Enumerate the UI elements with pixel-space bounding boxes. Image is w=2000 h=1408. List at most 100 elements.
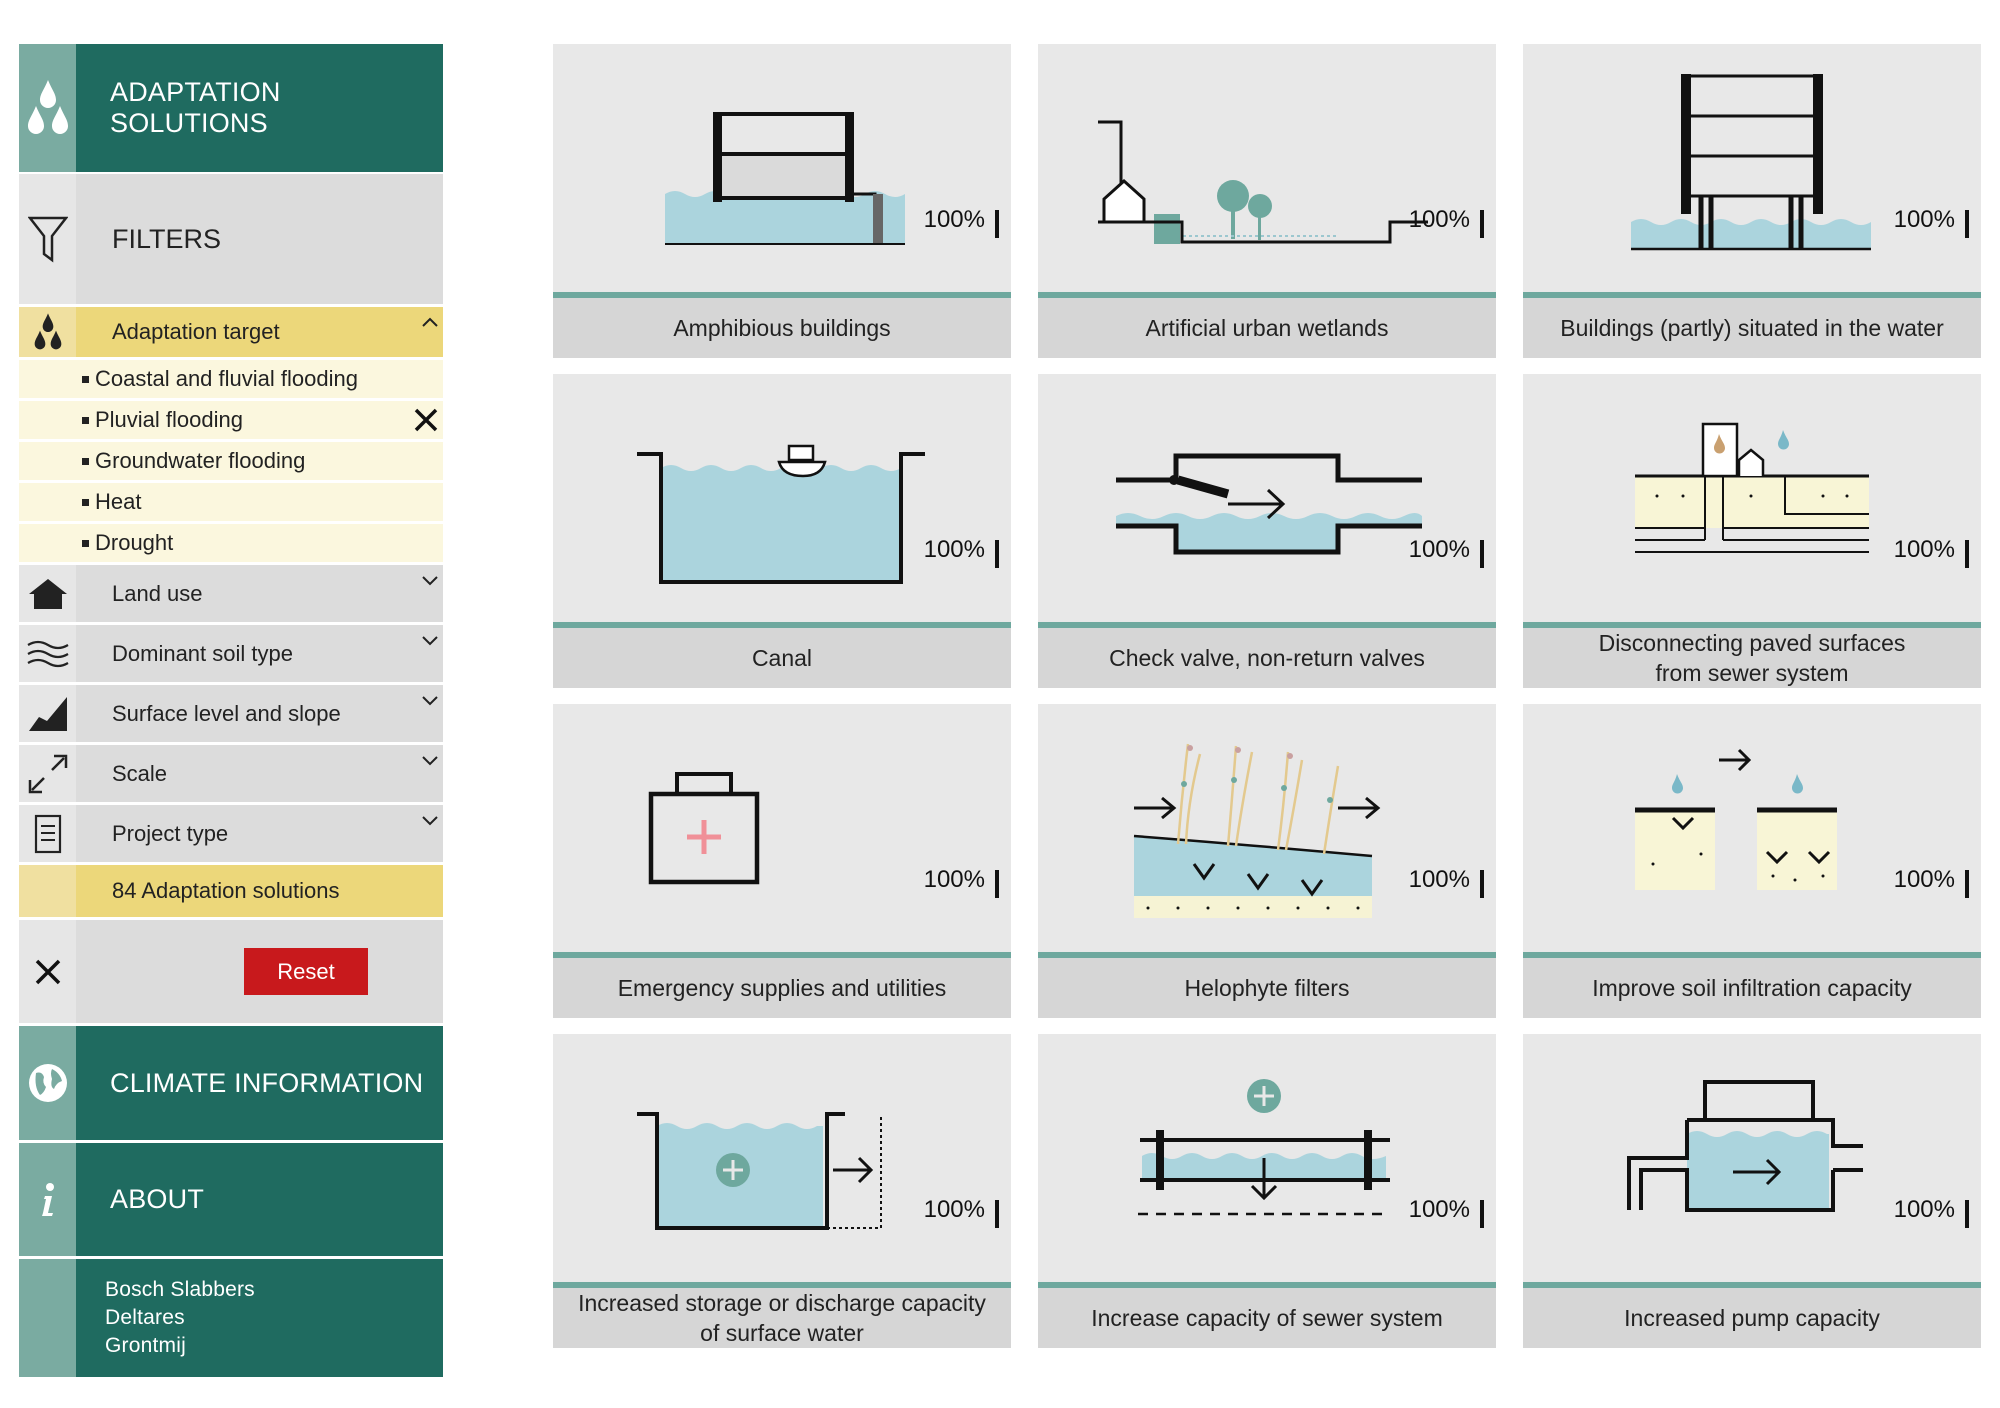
- solution-card-soil-infiltration[interactable]: 100% Improve soil infiltration capacity: [1523, 704, 1981, 1018]
- about-header[interactable]: ABOUT: [19, 1143, 443, 1256]
- solution-card-check-valve[interactable]: 100% Check valve, non-return valves: [1038, 374, 1496, 688]
- result-count: 84 Adaptation solutions: [76, 865, 443, 917]
- resize-arrows-icon: [19, 745, 76, 802]
- filter-scale-label: Scale: [76, 745, 443, 802]
- solution-title: Buildings (partly) situated in the water: [1523, 298, 1981, 358]
- filter-surface-level[interactable]: Surface level and slope: [19, 685, 443, 742]
- soil-infiltration-icon: [1635, 748, 1837, 890]
- percentage-bar: [1480, 540, 1484, 568]
- solution-card-amphibious-buildings[interactable]: 100% Amphibious buildings: [553, 44, 1011, 358]
- climate-information-header[interactable]: CLIMATE INFORMATION: [19, 1026, 443, 1140]
- reset-row: Reset: [19, 920, 443, 1023]
- chevron-down-icon[interactable]: [421, 691, 439, 709]
- solution-card-helophyte-filters[interactable]: 100% Helophyte filters: [1038, 704, 1496, 1018]
- chevron-up-icon[interactable]: [421, 313, 439, 331]
- match-percentage: 100%: [924, 866, 999, 898]
- filter-soil-type[interactable]: Dominant soil type: [19, 625, 443, 682]
- percentage-bar: [1480, 210, 1484, 238]
- filters-title: FILTERS: [76, 174, 443, 304]
- first-aid-kit-icon: [648, 772, 760, 885]
- target-item-groundwater[interactable]: Groundwater flooding: [19, 442, 443, 480]
- filter-adaptation-target-label: Adaptation target: [76, 307, 443, 357]
- solution-title: Increased pump capacity: [1523, 1288, 1981, 1348]
- amphibious-building-icon: [665, 112, 905, 245]
- solution-card-sewer-capacity[interactable]: 100% Increase capacity of sewer system: [1038, 1034, 1496, 1348]
- bullet-icon: [82, 375, 89, 383]
- urban-wetland-icon: [1098, 120, 1428, 244]
- target-item-pluvial[interactable]: Pluvial flooding: [19, 401, 443, 439]
- pump-station-icon: [1627, 1080, 1863, 1212]
- solution-title: Improve soil infiltration capacity: [1523, 958, 1981, 1018]
- remove-filter-icon[interactable]: [411, 405, 441, 435]
- solution-title: Emergency supplies and utilities: [553, 958, 1011, 1018]
- chevron-down-icon[interactable]: [421, 751, 439, 769]
- target-item-drought[interactable]: Drought: [19, 524, 443, 562]
- water-drops-icon: [19, 44, 76, 172]
- target-item-coastal[interactable]: Coastal and fluvial flooding: [19, 360, 443, 398]
- match-percentage: 100%: [1409, 1196, 1484, 1228]
- match-percentage: 100%: [1894, 206, 1969, 238]
- adaptation-solutions-title: ADAPTATION SOLUTIONS: [76, 44, 443, 172]
- filters-header[interactable]: FILTERS: [19, 174, 443, 304]
- storage-basin-icon: [637, 1112, 882, 1230]
- result-count-row: 84 Adaptation solutions: [19, 865, 443, 917]
- waves-icon: [19, 625, 76, 682]
- match-percentage: 100%: [1894, 536, 1969, 568]
- credit-name: Deltares: [105, 1306, 185, 1329]
- climate-information-title: CLIMATE INFORMATION: [76, 1026, 443, 1140]
- percentage-bar: [995, 870, 999, 898]
- chevron-down-icon[interactable]: [421, 571, 439, 589]
- solution-title: Amphibious buildings: [553, 298, 1011, 358]
- filter-scale[interactable]: Scale: [19, 745, 443, 802]
- solution-card-increased-storage[interactable]: 100% Increased storage or discharge capa…: [553, 1034, 1011, 1348]
- percentage-bar: [1965, 540, 1969, 568]
- solution-card-canal[interactable]: 100% Canal: [553, 374, 1011, 688]
- solution-title: Canal: [553, 628, 1011, 688]
- clear-icon[interactable]: [19, 920, 76, 1023]
- filter-surface-level-label: Surface level and slope: [76, 685, 443, 742]
- credits: Bosch Slabbers Deltares Grontmij: [19, 1259, 443, 1377]
- target-item-label: Heat: [95, 489, 142, 514]
- water-drops-icon: [19, 307, 76, 357]
- target-item-heat[interactable]: Heat: [19, 483, 443, 521]
- match-percentage: 100%: [1409, 206, 1484, 238]
- filter-land-use[interactable]: Land use: [19, 565, 443, 622]
- building-on-stilts-icon: [1631, 74, 1871, 251]
- chevron-down-icon[interactable]: [421, 631, 439, 649]
- bullet-icon: [82, 539, 89, 547]
- target-item-label: Drought: [95, 530, 174, 555]
- credit-name: Bosch Slabbers: [105, 1278, 255, 1301]
- filter-adaptation-target[interactable]: Adaptation target: [19, 307, 443, 357]
- slope-icon: [19, 685, 76, 742]
- solutions-grid: 100% Amphibious buildings 100% Artificia…: [553, 44, 1984, 1348]
- percentage-bar: [1480, 1200, 1484, 1228]
- solution-card-emergency-supplies[interactable]: 100% Emergency supplies and utilities: [553, 704, 1011, 1018]
- filter-project-type[interactable]: Project type: [19, 805, 443, 862]
- target-item-label: Coastal and fluvial flooding: [95, 366, 358, 391]
- solution-card-pump-capacity[interactable]: 100% Increased pump capacity: [1523, 1034, 1981, 1348]
- disconnect-sewer-icon: [1635, 422, 1869, 553]
- target-item-label: Groundwater flooding: [95, 448, 306, 473]
- percentage-bar: [995, 1200, 999, 1228]
- adaptation-solutions-header[interactable]: ADAPTATION SOLUTIONS: [19, 44, 443, 172]
- solution-title: Increase capacity of sewer system: [1038, 1288, 1496, 1348]
- percentage-bar: [1480, 870, 1484, 898]
- solution-title: Check valve, non-return valves: [1038, 628, 1496, 688]
- reset-button[interactable]: Reset: [244, 948, 368, 995]
- solution-title: Artificial urban wetlands: [1038, 298, 1496, 358]
- chevron-down-icon[interactable]: [421, 811, 439, 829]
- solution-card-artificial-urban-wetlands[interactable]: 100% Artificial urban wetlands: [1038, 44, 1496, 358]
- match-percentage: 100%: [924, 206, 999, 238]
- solution-card-buildings-in-water[interactable]: 100% Buildings (partly) situated in the …: [1523, 44, 1981, 358]
- percentage-bar: [1965, 1200, 1969, 1228]
- percentage-bar: [995, 540, 999, 568]
- info-icon: [19, 1143, 76, 1256]
- sidebar: ADAPTATION SOLUTIONS FILTERS Adaptation …: [19, 44, 443, 1377]
- bullet-icon: [82, 416, 89, 424]
- match-percentage: 100%: [1894, 866, 1969, 898]
- credit-name: Grontmij: [105, 1334, 186, 1357]
- percentage-bar: [995, 210, 999, 238]
- globe-icon: [19, 1026, 76, 1140]
